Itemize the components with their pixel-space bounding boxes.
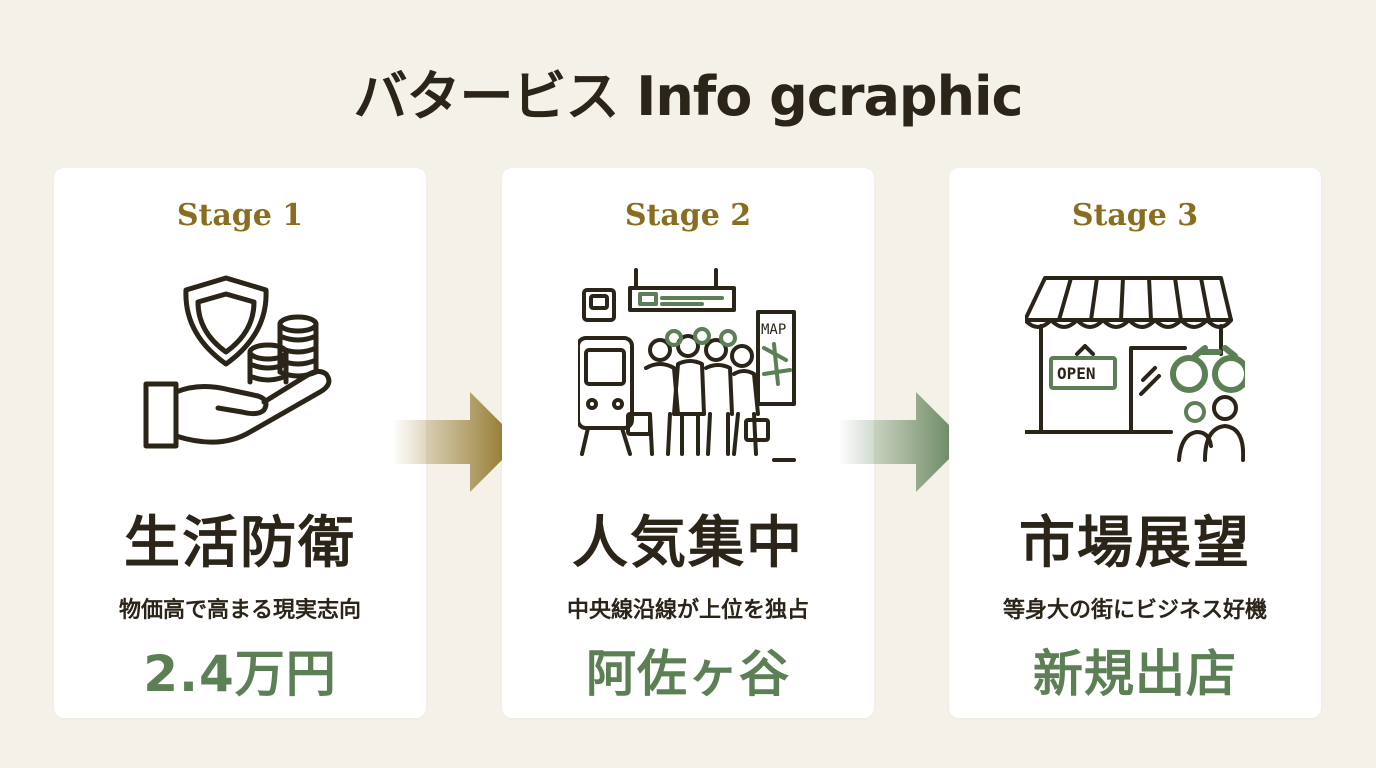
stage-highlight: 阿佐ヶ谷 bbox=[586, 645, 790, 703]
stage-heading: 生活防衛 bbox=[124, 510, 356, 576]
stage-label: Stage 1 bbox=[176, 198, 304, 233]
stage-card-2: Stage 2 MAP 人気集中 中央線沿線が上位を独占 阿佐ヶ谷 bbox=[502, 168, 874, 718]
stage-subtitle: 物価高で高まる現実志向 bbox=[118, 598, 361, 623]
hand-shield-coins-icon bbox=[143, 275, 332, 449]
arrow-right-icon bbox=[838, 392, 966, 492]
stage-highlight: 新規出店 bbox=[1033, 645, 1237, 703]
stage-card-3: Stage 3 OPEN 市場展望 等身大の街にビジネス好機 新規出店 bbox=[949, 168, 1321, 718]
storefront-binoculars-icon: OPEN bbox=[1025, 276, 1245, 462]
stage-card-1: Stage 1 生活防衛 物価高で高まる現実志向 2.4万円 bbox=[54, 168, 426, 718]
stage-label: Stage 2 bbox=[624, 198, 752, 233]
stage-label: Stage 3 bbox=[1071, 198, 1199, 233]
open-sign-text: OPEN bbox=[1057, 364, 1096, 383]
stage-heading: 市場展望 bbox=[1019, 510, 1251, 576]
stage-subtitle: 等身大の街にビジネス好機 bbox=[1002, 598, 1267, 623]
page-title: バタービス Info gcraphic bbox=[353, 65, 1023, 128]
stage-subtitle: 中央線沿線が上位を独占 bbox=[566, 598, 809, 623]
station-crowd-icon: MAP bbox=[578, 268, 796, 462]
map-label: MAP bbox=[761, 322, 786, 338]
stage-highlight: 2.4万円 bbox=[143, 645, 337, 703]
stage-heading: 人気集中 bbox=[572, 510, 804, 576]
arrow-right-icon bbox=[392, 392, 520, 492]
